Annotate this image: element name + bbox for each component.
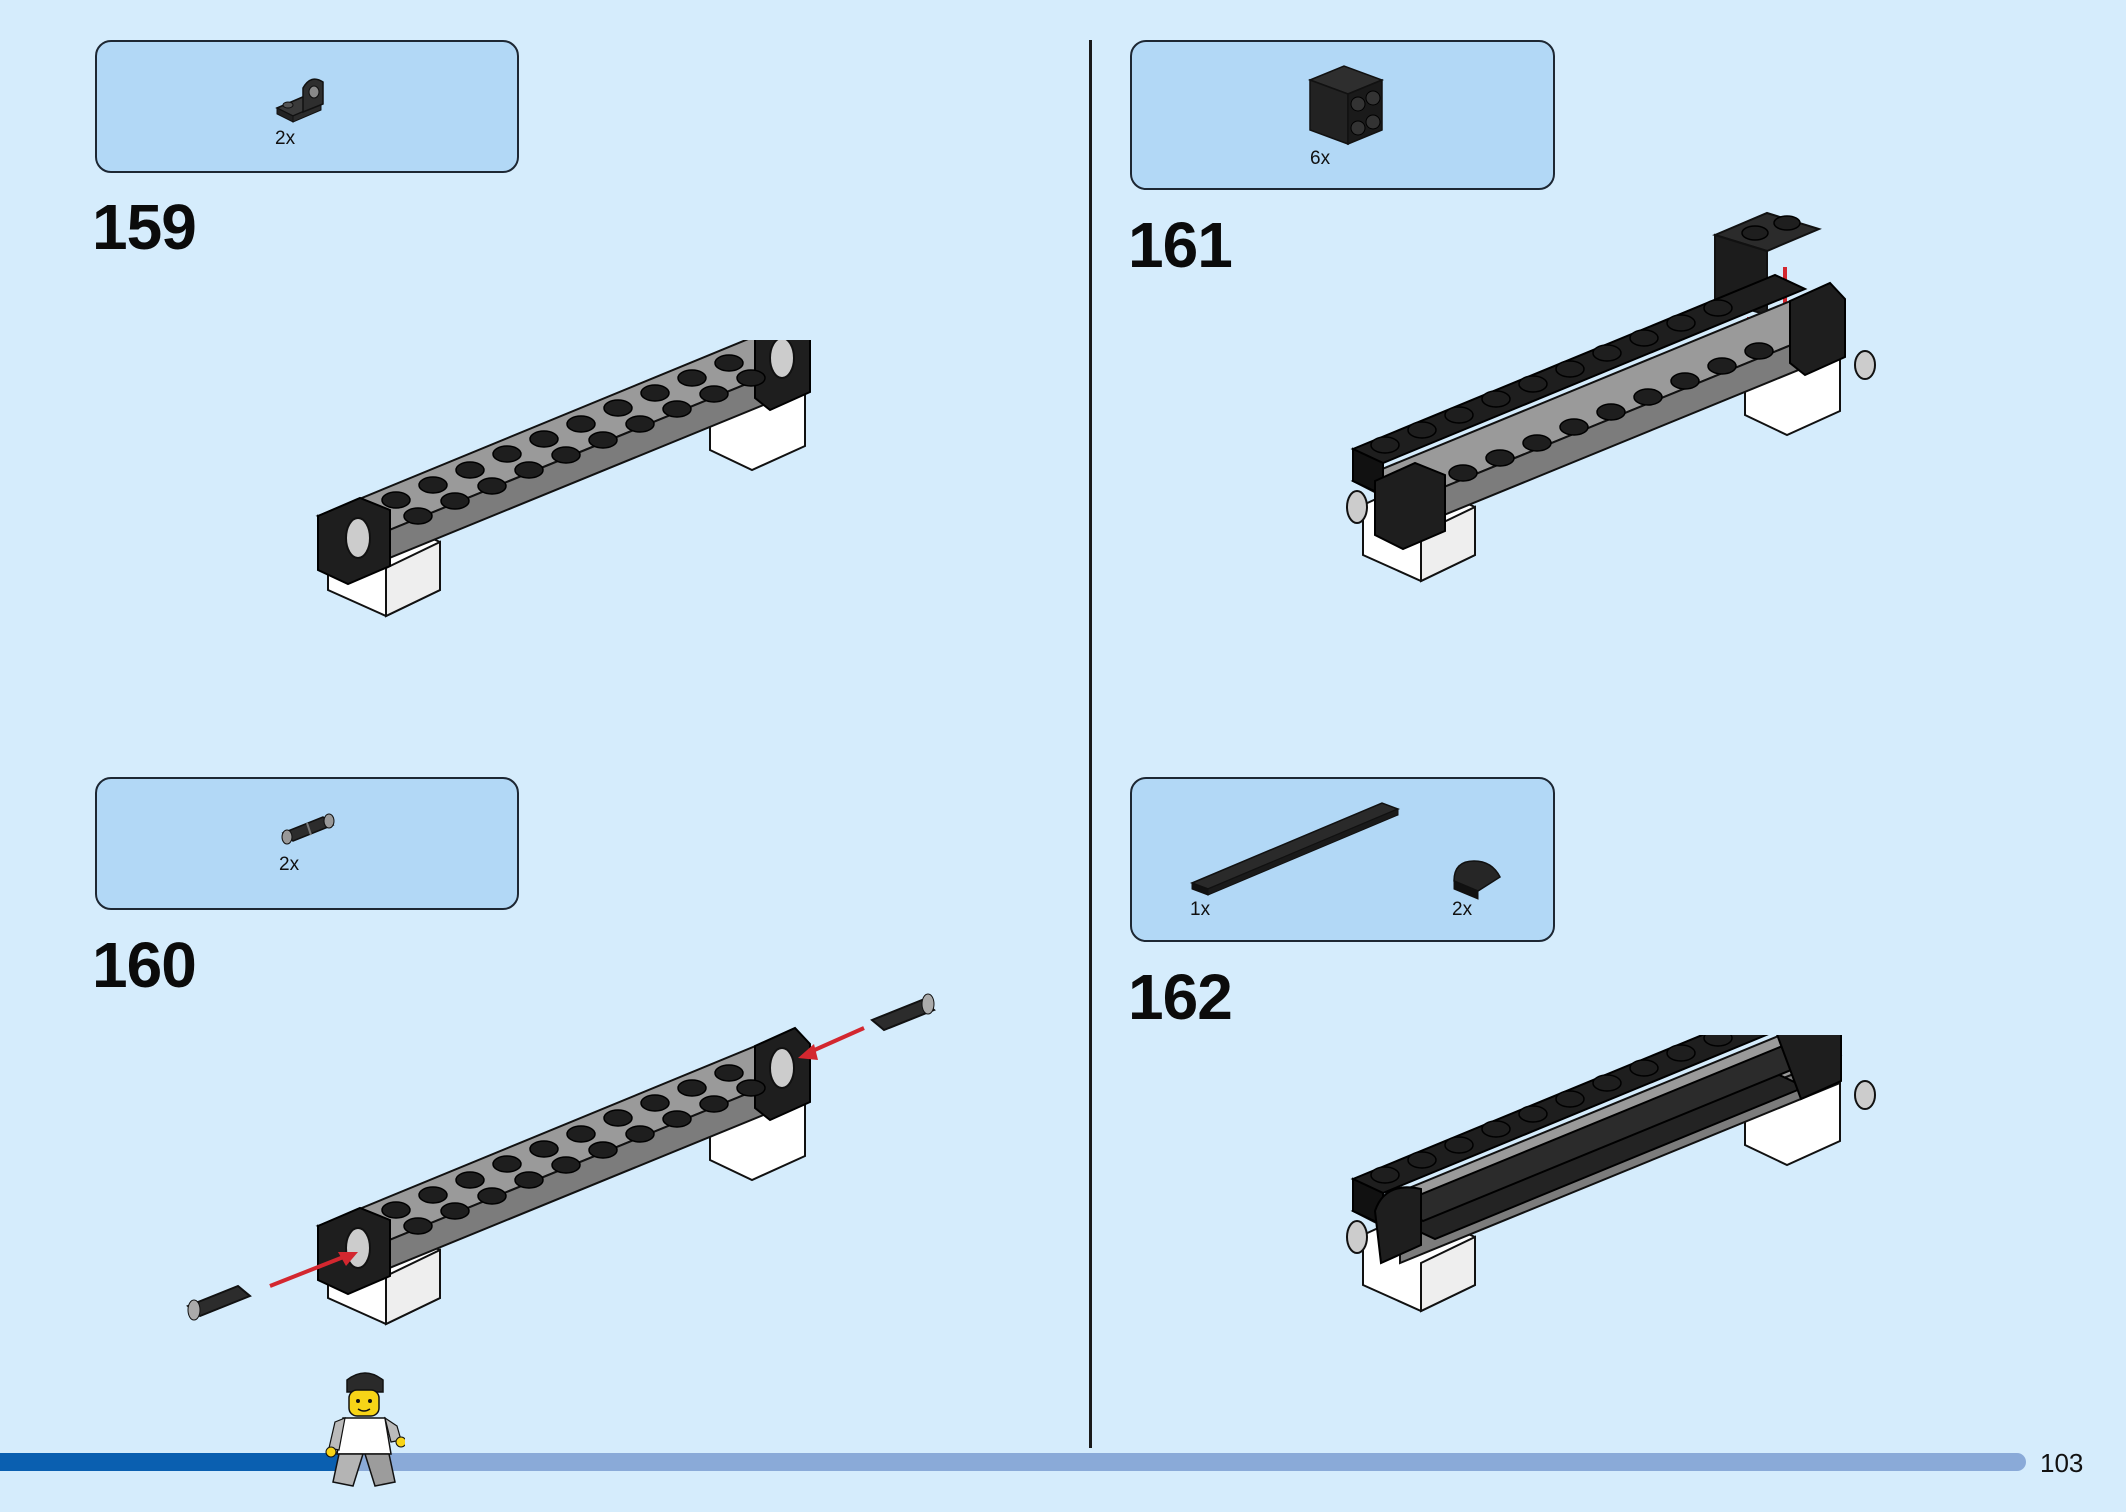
parts-callout-162: 1x 2x <box>1130 777 1555 942</box>
build-illustration-162 <box>1346 1035 1876 1313</box>
part-qty-162-1: 1x <box>1190 899 1211 920</box>
step-number-162: 162 <box>1128 961 1233 1033</box>
parts-callout-160: 2x <box>95 777 519 910</box>
build-illustration-160 <box>186 993 936 1326</box>
step-number-160: 160 <box>92 929 197 1001</box>
progress-bar <box>0 1453 2026 1471</box>
part-qty-162-2: 2x <box>1452 899 1473 920</box>
friction-pin-icon <box>281 813 335 845</box>
friction-pin-icon <box>870 993 936 1032</box>
step-number-159: 159 <box>92 191 197 263</box>
bracket-2x2-icon <box>1307 65 1385 146</box>
curved-slope-icon <box>1453 860 1501 900</box>
friction-pin-icon <box>186 1284 252 1321</box>
minifigure-icon <box>325 1372 405 1487</box>
part-qty-159-1: 2x <box>275 128 296 149</box>
page-number: 103 <box>2040 1448 2084 1478</box>
parts-callout-161: 6x <box>1130 40 1555 190</box>
plate-with-pin-hole-icon <box>275 78 324 123</box>
page-divider <box>1089 40 1092 1448</box>
long-tile-icon <box>1189 802 1401 896</box>
progress-fill <box>0 1453 345 1471</box>
build-illustration-161 <box>1346 211 1876 583</box>
build-illustration-159 <box>315 340 811 618</box>
parts-callout-159: 2x <box>95 40 519 173</box>
part-qty-161-1: 6x <box>1310 148 1331 169</box>
step-number-161: 161 <box>1128 209 1233 281</box>
part-qty-160-1: 2x <box>279 854 300 875</box>
